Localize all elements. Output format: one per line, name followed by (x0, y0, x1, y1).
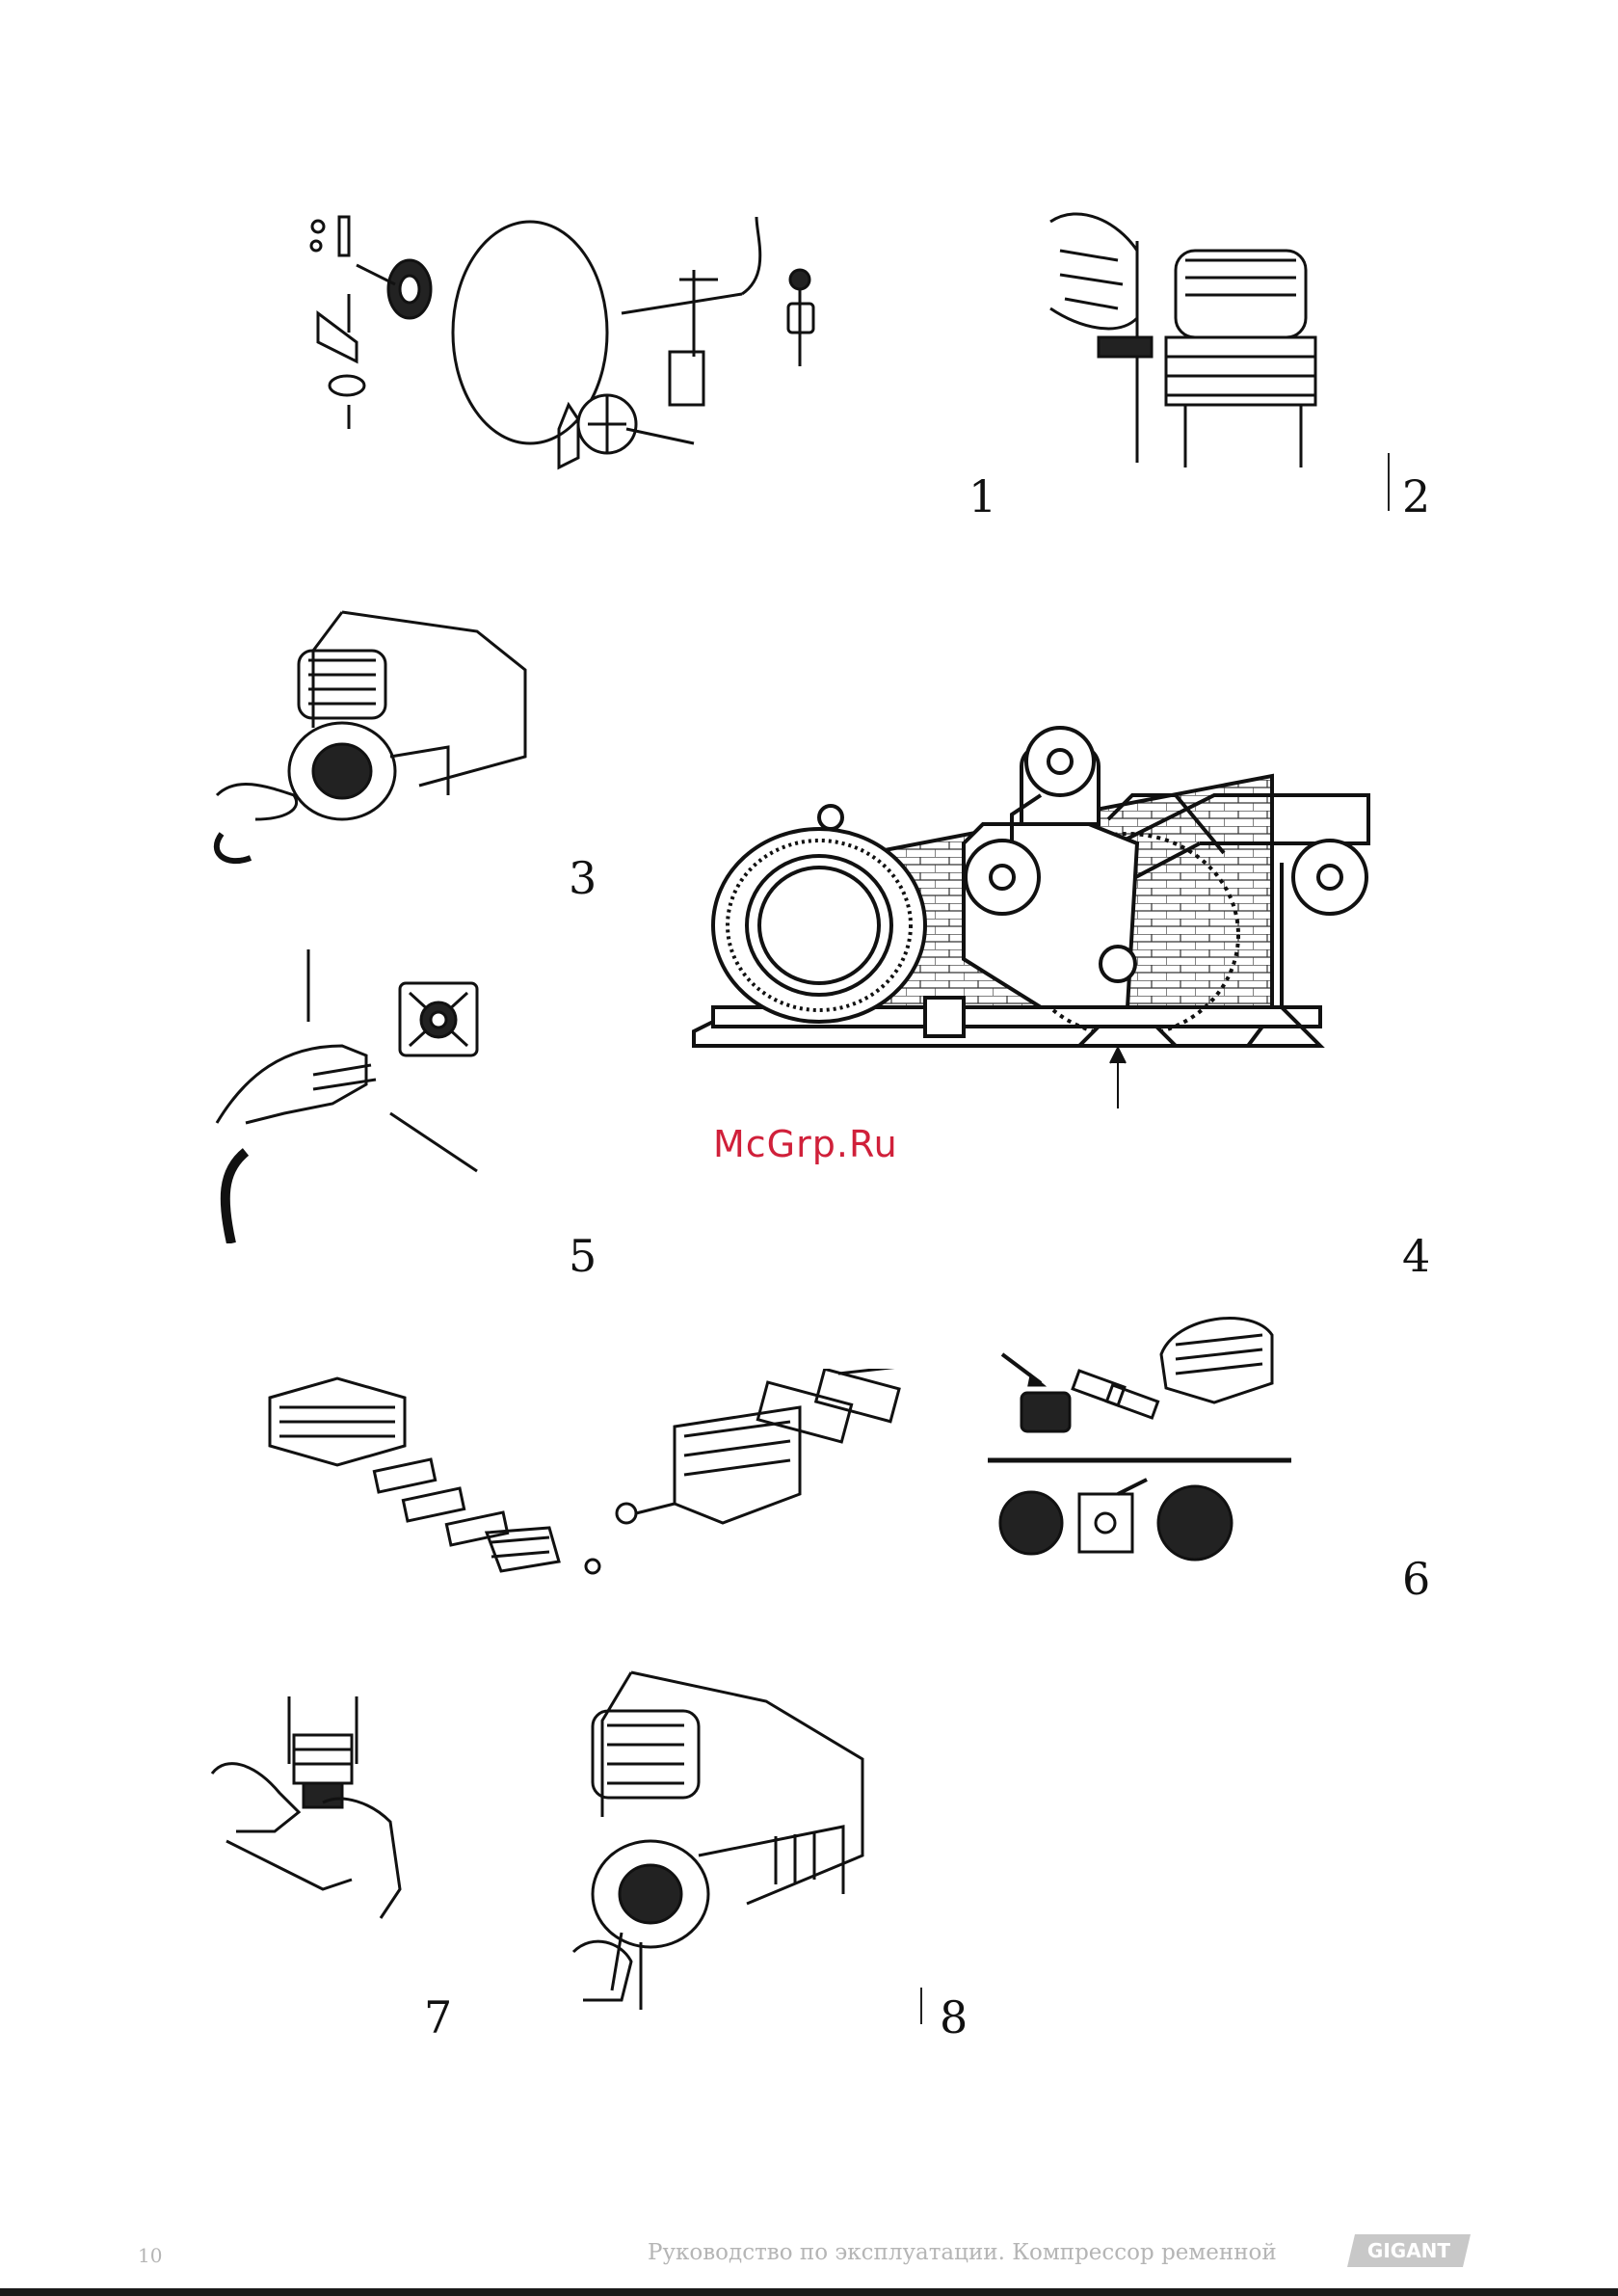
figure-7-drawing (207, 1696, 405, 1928)
compressor-pump-with-hand-drawing (198, 602, 535, 877)
figure-8-divider (920, 1988, 922, 2024)
figure-2-drawing (1041, 202, 1335, 472)
figure-6-right-drawing (983, 1296, 1296, 1576)
figure-6-left-drawing (260, 1369, 925, 1590)
figure-2-divider (1388, 453, 1390, 511)
air-filter-exploded-drawing (983, 1296, 1296, 1576)
figure-7-number: 7 (424, 1995, 452, 2040)
figure-6-number: 6 (1402, 1557, 1430, 1601)
valve-plate-exploded-drawing (260, 1369, 925, 1590)
hand-on-cylinder-head-drawing (1041, 202, 1335, 472)
figure-3-number: 3 (569, 856, 597, 900)
belt-compressor-pump-and-motor-drawing (675, 718, 1388, 1147)
figure-1-drawing (289, 198, 829, 477)
figure-8-number: 8 (940, 1995, 968, 2040)
footer-page-number: 10 (138, 2244, 162, 2267)
logo-text: GIGANT (1367, 2239, 1450, 2262)
compressor-drain-with-hand-drawing (554, 1663, 877, 2019)
figure-5-drawing (207, 949, 506, 1243)
figure-8-drawing (554, 1663, 877, 2019)
gigant-logo: GIGANT (1347, 2234, 1471, 2267)
figure-4-number: 4 (1402, 1234, 1430, 1278)
footer-document-title: Руководство по эксплуатации. Компрессор … (648, 2240, 1277, 2265)
figure-3-drawing (198, 602, 535, 877)
bottom-border (0, 2288, 1618, 2296)
figure-1-number: 1 (968, 474, 996, 519)
hand-adjusting-pressure-switch-drawing (207, 949, 506, 1243)
motor-mount-assembly-exploded-drawing (289, 198, 829, 477)
figure-4-drawing (675, 718, 1388, 1147)
watermark-text: McGrp.Ru (713, 1123, 898, 1165)
figure-2-number: 2 (1402, 474, 1430, 519)
hands-holding-fitting-drawing (207, 1696, 405, 1928)
figure-5-number: 5 (569, 1234, 597, 1278)
